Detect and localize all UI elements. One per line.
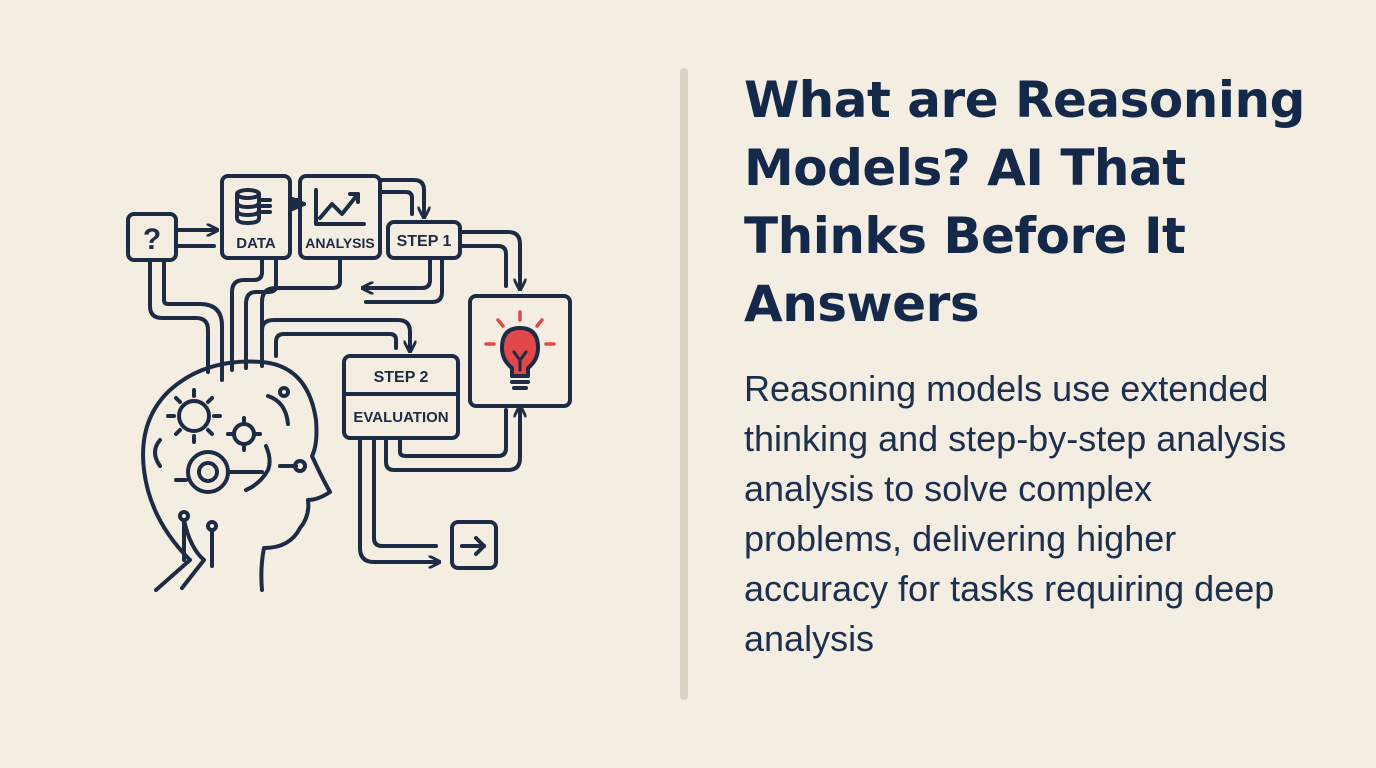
connector-analysis-to-step1: [378, 178, 424, 214]
output-box: [450, 520, 498, 570]
connector-head-to-step2: [260, 318, 410, 358]
analysis-box: [298, 174, 382, 260]
step1-label: STEP 1: [397, 233, 452, 250]
gear-icon: [166, 388, 222, 444]
step2-box: [342, 354, 460, 440]
question-mark-label: ?: [143, 223, 161, 256]
diagram-svg: ? DATA ANALYSIS STEP 1 STEP 2 EVALUATION: [126, 174, 572, 592]
connector-analysis-to-head: [260, 256, 342, 368]
database-icon: [235, 188, 272, 225]
head-outline: [141, 359, 332, 592]
chart-icon: [314, 188, 366, 226]
analysis-label: ANALYSIS: [305, 235, 375, 251]
data-box: [220, 174, 292, 260]
lightbulb-rays: [484, 310, 556, 346]
description-text: Reasoning models use extended thinking a…: [744, 368, 1287, 659]
gear-small-icon: [226, 416, 262, 452]
data-label: DATA: [236, 235, 276, 252]
connector-step1-to-bulb: [458, 230, 520, 286]
connector-data-to-head: [230, 256, 278, 372]
connector-question-to-head: [148, 260, 224, 382]
connector-step2-to-bulb: [384, 410, 520, 472]
brain-circuit: [153, 386, 290, 568]
arrow-right-icon: [460, 536, 486, 556]
question-box: [126, 212, 178, 262]
connector-question-to-data: [176, 230, 214, 248]
reasoning-diagram: ? DATA ANALYSIS STEP 1 STEP 2 EVALUATION: [0, 0, 680, 768]
page-title: What are Reasoning Models? AI That Think…: [744, 71, 1305, 333]
step1-box: [386, 220, 462, 260]
lightbulb-box: [468, 294, 572, 408]
lightbulb-icon: [500, 326, 540, 390]
evaluation-label: EVALUATION: [353, 409, 448, 426]
step2-label: STEP 2: [374, 369, 429, 386]
connector-step2-to-output: [358, 438, 436, 562]
text-panel: What are Reasoning Models? AI That Think…: [744, 66, 1344, 664]
vertical-divider: [680, 68, 688, 700]
connector-step1-return: [366, 256, 444, 304]
